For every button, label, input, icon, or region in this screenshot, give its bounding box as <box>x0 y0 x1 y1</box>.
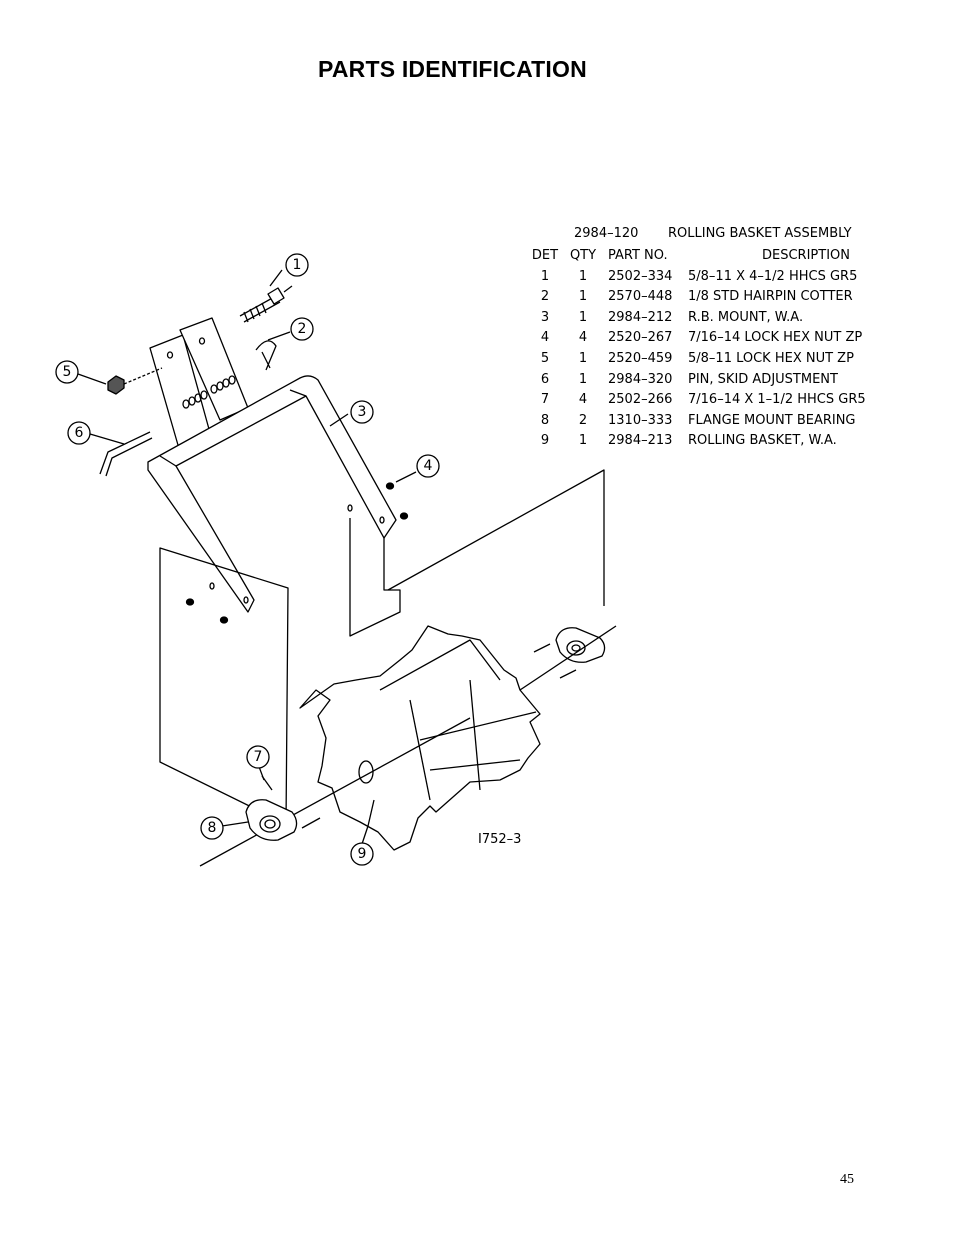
rolling-basket <box>199 625 617 867</box>
callout-circle-7 <box>246 745 270 769</box>
qty-cell: 2 <box>578 412 588 428</box>
callout-label-6: 6 <box>75 425 84 441</box>
det-cell: 6 <box>540 371 550 387</box>
det-cell: 1 <box>540 268 550 284</box>
qty-cell: 4 <box>578 330 588 346</box>
description-cell: 5/8–11 LOCK HEX NUT ZP <box>688 350 854 366</box>
figure-id: I752–3 <box>478 832 521 847</box>
det-cell: 2 <box>540 289 550 305</box>
callout-circle-5 <box>55 360 79 384</box>
part-no-cell: 2984–213 <box>608 433 673 449</box>
page-number: 45 <box>840 1172 854 1187</box>
part-no-cell: 2520–459 <box>608 350 673 366</box>
det-cell: 4 <box>540 330 550 346</box>
description-cell: PIN, SKID ADJUSTMENT <box>688 371 838 387</box>
description-cell: 7/16–14 LOCK HEX NUT ZP <box>688 330 863 346</box>
part-no-cell: 2984–320 <box>608 371 673 387</box>
bearing-right <box>533 627 606 679</box>
description-cell: FLANGE MOUNT BEARING <box>688 412 856 428</box>
callout-label-9: 9 <box>358 846 367 862</box>
callout-circle-6 <box>67 421 91 445</box>
header-part-no: PART NO. <box>608 248 668 263</box>
header-description: DESCRIPTION <box>762 248 850 263</box>
description-cell: 1/8 STD HAIRPIN COTTER <box>688 289 853 305</box>
callout-label-7: 7 <box>254 749 263 765</box>
part-no-cell: 2570–448 <box>608 289 673 305</box>
qty-cell: 4 <box>578 392 588 408</box>
det-cell: 7 <box>540 392 550 408</box>
part-no-cell: 2502–334 <box>608 268 673 284</box>
callout-label-1: 1 <box>293 257 302 273</box>
qty-cell: 1 <box>578 289 588 305</box>
bearing-left <box>245 775 321 841</box>
part-no-cell: 2502–266 <box>608 392 673 408</box>
bolt-hhcs-1 <box>239 285 293 323</box>
description-cell: R.B. MOUNT, W.A. <box>688 309 804 325</box>
side-plate-left <box>159 547 289 825</box>
qty-cell: 1 <box>578 309 588 325</box>
qty-cell: 1 <box>578 371 588 387</box>
description-cell: ROLLING BASKET, W.A. <box>688 433 837 449</box>
part-no-cell: 2984–212 <box>608 309 673 325</box>
callout-circle-4 <box>416 454 440 478</box>
qty-cell: 1 <box>578 433 588 449</box>
assembly-name: ROLLING BASKET ASSEMBLY <box>668 226 852 241</box>
part-no-cell: 1310–333 <box>608 412 673 428</box>
hairpin-cotter <box>255 340 277 371</box>
callout-circle-3 <box>350 400 374 424</box>
assembly-part-no: 2984–120 <box>574 226 639 241</box>
description-cell: 7/16–14 X 1–1/2 HHCS GR5 <box>688 392 866 408</box>
rb-mount <box>147 375 397 613</box>
callout-circle-9 <box>350 842 374 866</box>
callout-circle-8 <box>200 816 224 840</box>
side-plate-right <box>349 518 401 637</box>
header-det: DET <box>531 248 559 263</box>
callout-label-2: 2 <box>298 321 307 337</box>
det-cell: 5 <box>540 350 550 366</box>
det-cell: 9 <box>540 433 550 449</box>
qty-cell: 1 <box>578 268 588 284</box>
callout-label-5: 5 <box>63 364 72 380</box>
callout-circle-2 <box>290 317 314 341</box>
page-title: PARTS IDENTIFICATION <box>318 56 587 82</box>
header-qty: QTY <box>569 248 597 263</box>
callout-label-8: 8 <box>208 820 217 836</box>
lock-hex-nut-5 <box>107 375 125 395</box>
callout-label-4: 4 <box>424 458 433 474</box>
qty-cell: 1 <box>578 350 588 366</box>
skid-pin <box>99 431 153 477</box>
part-no-cell: 2520–267 <box>608 330 673 346</box>
callout-circle-1 <box>285 253 309 277</box>
description-cell: 5/8–11 X 4–1/2 HHCS GR5 <box>688 268 858 284</box>
det-cell: 3 <box>540 309 550 325</box>
callout-label-3: 3 <box>358 404 367 420</box>
det-cell: 8 <box>540 412 550 428</box>
